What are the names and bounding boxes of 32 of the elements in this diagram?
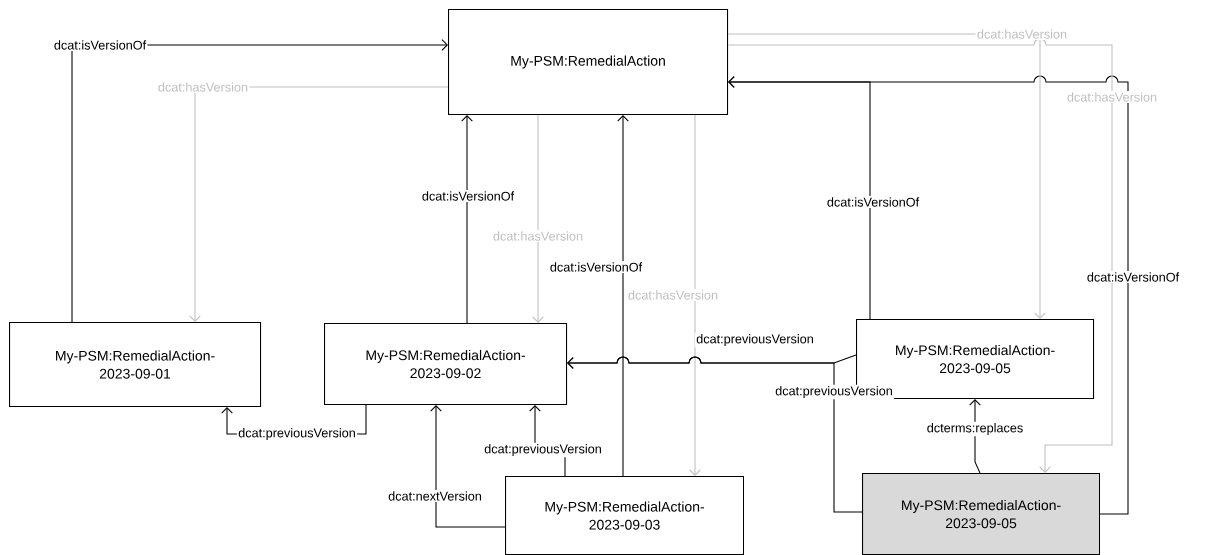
edge-label: dcat:nextVersion bbox=[386, 490, 484, 502]
edge-label: dcat:hasVersion bbox=[626, 289, 720, 301]
arrow bbox=[727, 33, 1046, 319]
node-box: My-PSM:RemedialAction-2023-09-02 bbox=[324, 323, 568, 406]
edge-label: dcat:isVersionOf bbox=[420, 190, 516, 202]
arrow bbox=[189, 86, 449, 322]
arrow bbox=[727, 38, 1113, 473]
edge-label: dcat:hasVersion bbox=[491, 230, 585, 242]
edge-label: dcat:previousVersion bbox=[482, 442, 604, 458]
arrow bbox=[430, 405, 506, 528]
edge-label: dcat:previousVersion bbox=[694, 332, 816, 348]
node-box: My-PSM:RemedialAction bbox=[448, 9, 729, 116]
edge-label: dcat:hasVersion bbox=[975, 28, 1069, 40]
edge-label: dcat:previousVersion bbox=[773, 384, 895, 400]
arrow bbox=[689, 114, 701, 476]
edge-label: dcat:isVersionOf bbox=[52, 39, 148, 51]
edge-label: dcat:hasVersion bbox=[1065, 91, 1159, 103]
arrow bbox=[532, 114, 544, 323]
node-box: My-PSM:RemedialAction-2023-09-01 bbox=[9, 322, 262, 408]
edge-label: dcterms:replaces bbox=[925, 421, 1025, 437]
edge-label: dcat:isVersionOf bbox=[1085, 271, 1181, 283]
node-box: My-PSM:RemedialAction-2023-09-05 bbox=[862, 473, 1101, 555]
arrow bbox=[461, 115, 473, 324]
arrow bbox=[728, 75, 1129, 515]
edge-label: dcat:isVersionOf bbox=[825, 196, 921, 208]
edge-label: dcat:previousVersion bbox=[236, 426, 358, 442]
node-box: My-PSM:RemedialAction-2023-09-03 bbox=[505, 476, 745, 555]
arrow bbox=[969, 399, 981, 474]
arrow bbox=[617, 115, 629, 477]
arrow bbox=[567, 356, 863, 513]
edge-label: dcat:hasVersion bbox=[156, 81, 250, 93]
edge-label: dcat:isVersionOf bbox=[548, 261, 644, 273]
